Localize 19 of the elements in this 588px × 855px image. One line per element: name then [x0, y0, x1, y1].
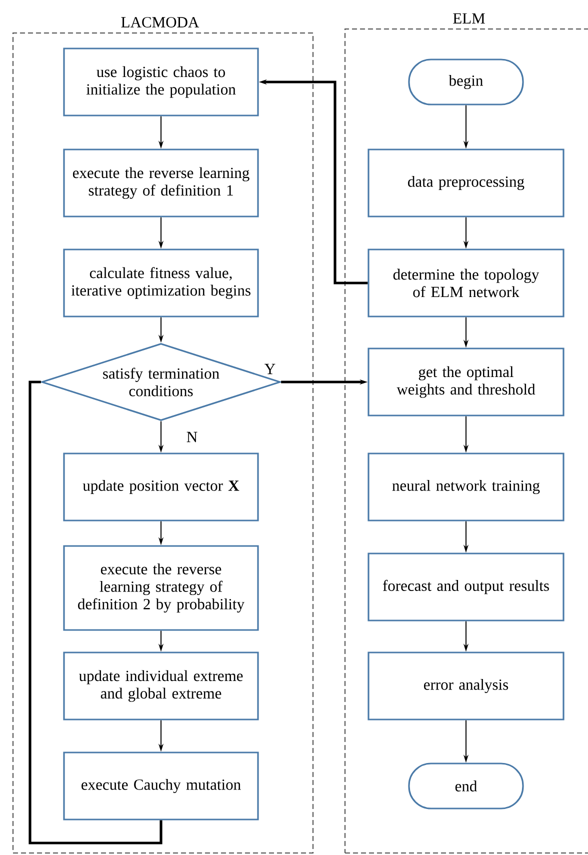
process-box: forecast and output results — [368, 552, 564, 622]
process-box: execute Cauchy mutation — [63, 752, 259, 820]
process-box: use logistic chaos to initialize the population — [63, 48, 259, 116]
process-box: update individual extreme and global extreme — [63, 652, 259, 720]
process-box: error analysis — [368, 652, 564, 720]
process-box: get the optimal weights and threshold — [368, 348, 564, 416]
terminal-box: begin — [408, 58, 524, 106]
process-box: data preprocessing — [368, 148, 564, 218]
group-heading: ELM — [453, 13, 485, 24]
edge-label: Y — [263, 362, 277, 376]
process-box: neural network training — [368, 452, 564, 522]
process-box: determine the topology of ELM network — [368, 248, 564, 318]
process-box: execute the reverse learning strategy of definition 1 — [63, 148, 259, 218]
group-heading: LACMODA — [121, 17, 200, 28]
process-box: execute the reverse learning strategy of definition 2 by probability — [63, 545, 259, 631]
process-box: update position vector X — [63, 452, 259, 522]
edge-label: N — [185, 430, 199, 444]
terminal-box: end — [408, 762, 524, 810]
process-box: calculate fitness value, iterative optimization begins — [63, 248, 259, 318]
